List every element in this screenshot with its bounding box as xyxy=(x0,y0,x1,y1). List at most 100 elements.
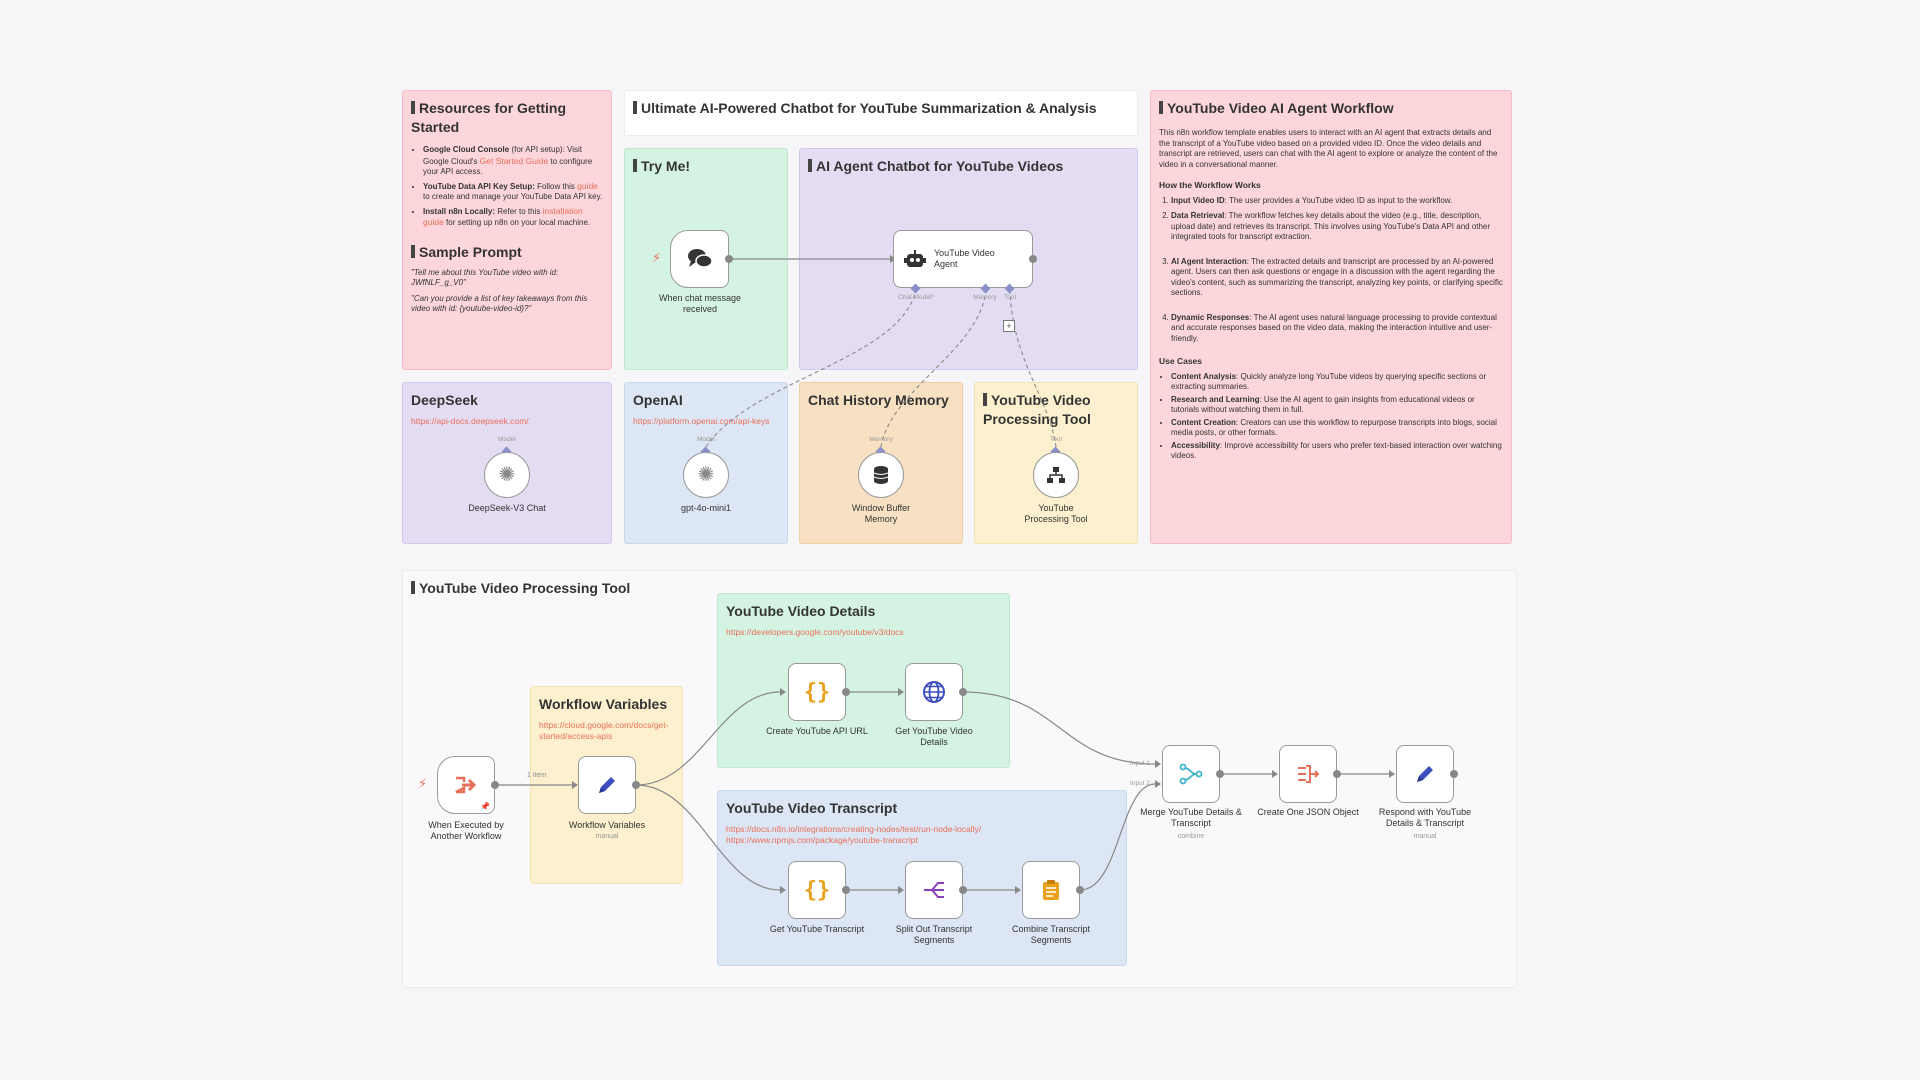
output-port[interactable] xyxy=(1216,770,1224,778)
note-main-title: Ultimate AI-Powered Chatbot for YouTube … xyxy=(624,90,1138,136)
json-label: Create One JSON Object xyxy=(1257,807,1359,817)
exit-icon xyxy=(455,776,477,794)
combine-label: Combine Transcript Segments xyxy=(1011,924,1091,945)
merge-icon xyxy=(1179,763,1203,785)
braces-icon: {} xyxy=(803,679,831,705)
try-me-title: Try Me! xyxy=(641,158,691,174)
edge-vars-to-create xyxy=(635,691,781,786)
resource-link[interactable]: Get Started Guide xyxy=(479,155,549,166)
agent-node[interactable]: YouTube Video Agent xyxy=(893,230,1033,288)
chat-output-port[interactable] xyxy=(725,255,733,263)
pin-icon: 📌 xyxy=(480,802,490,811)
edge-arrow xyxy=(1389,770,1395,778)
video-details-link[interactable]: https://developers.google.com/youtube/v3… xyxy=(726,627,904,637)
edge-combine-to-merge xyxy=(1079,783,1156,891)
resource-link[interactable]: guide xyxy=(577,180,598,191)
video-details-title: YouTube Video Details xyxy=(726,603,876,619)
openai-link[interactable]: https://platform.openai.com/api-keys xyxy=(633,416,770,426)
edge-arrow xyxy=(1155,780,1161,788)
output-port[interactable] xyxy=(1450,770,1458,778)
agent-label: YouTube Video Agent xyxy=(934,248,995,269)
main-title: Ultimate AI-Powered Chatbot for YouTube … xyxy=(641,100,1097,116)
output-port[interactable] xyxy=(959,688,967,696)
memory-node[interactable] xyxy=(858,452,904,498)
note-workflow-description: YouTube Video AI Agent Workflow This n8n… xyxy=(1150,90,1512,544)
chat-icon xyxy=(687,249,713,268)
merge-node[interactable] xyxy=(1162,745,1220,803)
edge-vars-to-transcript xyxy=(635,784,781,891)
resource-item: Install n8n Locally: Refer to this insta… xyxy=(423,206,603,229)
edge-gpt-to-agent xyxy=(705,289,917,448)
get-details-node[interactable] xyxy=(905,663,963,721)
step-item: Dynamic Responses: The AI agent uses nat… xyxy=(1171,313,1503,345)
use-item: Content Creation: Creators can use this … xyxy=(1171,418,1503,439)
output-port[interactable] xyxy=(1076,886,1084,894)
merge-input-2-label: Input 2 xyxy=(1130,780,1150,787)
respond-node[interactable] xyxy=(1396,745,1454,803)
workflow-title: YouTube Video AI Agent Workflow xyxy=(1167,100,1394,116)
steps-list: Input Video ID: The user provides a YouT… xyxy=(1159,196,1503,345)
port-label-model: Model xyxy=(697,436,715,443)
memory-label: Window Buffer Memory xyxy=(851,503,911,524)
pen-icon xyxy=(1417,766,1433,782)
tool-section-title: YouTube Video Processing Tool xyxy=(419,580,631,596)
get-transcript-node[interactable]: {} xyxy=(788,861,846,919)
workflow-variables-node[interactable] xyxy=(578,756,636,814)
use-item: Accessibility: Improve accessibility for… xyxy=(1171,441,1503,462)
gpt-node[interactable]: ✺ xyxy=(683,452,729,498)
port-label-tool-sub: Tool xyxy=(1050,436,1062,443)
output-port[interactable] xyxy=(1333,770,1341,778)
edge-arrow xyxy=(780,886,786,894)
deepseek-node[interactable]: ✺ xyxy=(484,452,530,498)
combine-node[interactable] xyxy=(1022,861,1080,919)
output-port[interactable] xyxy=(959,886,967,894)
transcript-link-1[interactable]: https://docs.n8n.io/integrations/creatin… xyxy=(726,824,982,834)
exec-output-port[interactable] xyxy=(491,781,499,789)
create-url-node[interactable]: {} xyxy=(788,663,846,721)
deepseek-title: DeepSeek xyxy=(411,392,478,408)
get-transcript-label: Get YouTube Transcript xyxy=(769,924,865,934)
edge-arrow xyxy=(1155,760,1161,768)
output-port[interactable] xyxy=(842,886,850,894)
note-resources-title: Resources for Getting Started xyxy=(411,100,567,135)
step-item: Data Retrieval: The workflow fetches key… xyxy=(1171,211,1503,243)
transcript-link-2[interactable]: https://www.npmjs.com/package/youtube-tr… xyxy=(726,835,918,845)
resources-list: Google Cloud Console (for API setup): Vi… xyxy=(411,145,603,229)
resource-link[interactable]: installation guide xyxy=(423,205,583,228)
exec-trigger-node[interactable]: 📌 xyxy=(437,756,495,814)
sample-prompt-1: "Tell me about this YouTube video with i… xyxy=(411,267,559,288)
edge-arrow xyxy=(572,781,578,789)
port-label-model: Model xyxy=(498,436,516,443)
use-item: Content Analysis: Quickly analyze long Y… xyxy=(1171,372,1503,393)
step-item: AI Agent Interaction: The extracted deta… xyxy=(1171,257,1503,299)
merge-sub: combine xyxy=(1177,833,1205,840)
plus-icon[interactable]: + xyxy=(1003,320,1015,332)
resource-item: YouTube Data API Key Setup: Follow this … xyxy=(423,181,603,203)
output-port[interactable] xyxy=(842,688,850,696)
pen-icon xyxy=(599,777,615,793)
agent-chatbot-title: AI Agent Chatbot for YouTube Videos xyxy=(816,158,1064,174)
sample-prompt-2: "Can you provide a list of key takeaways… xyxy=(411,293,588,314)
sample-prompt-title: Sample Prompt xyxy=(419,243,522,260)
edge-arrow xyxy=(1015,886,1021,894)
chat-trigger-label: When chat message received xyxy=(658,293,742,314)
braces-icon: {} xyxy=(803,877,831,903)
workflow-vars-link[interactable]: https://cloud.google.com/docs/get-starte… xyxy=(539,720,669,741)
split-icon xyxy=(924,882,944,898)
json-node[interactable] xyxy=(1279,745,1337,803)
output-port[interactable] xyxy=(632,781,640,789)
edge-arrow xyxy=(780,688,786,696)
get-details-label: Get YouTube Video Details xyxy=(895,726,973,747)
edge-arrow xyxy=(898,688,904,696)
chat-trigger-node[interactable] xyxy=(670,230,729,288)
use-item: Research and Learning: Use the AI agent … xyxy=(1171,395,1503,416)
split-out-node[interactable] xyxy=(905,861,963,919)
deepseek-link[interactable]: https://api-docs.deepseek.com/ xyxy=(411,416,529,426)
chat-memory-title: Chat History Memory xyxy=(808,392,949,408)
split-out-label: Split Out Transcript Segments xyxy=(895,924,973,945)
tool-node[interactable] xyxy=(1033,452,1079,498)
json-icon xyxy=(1298,765,1320,783)
agent-output-port[interactable] xyxy=(1029,255,1037,263)
edge-arrow xyxy=(1272,770,1278,778)
